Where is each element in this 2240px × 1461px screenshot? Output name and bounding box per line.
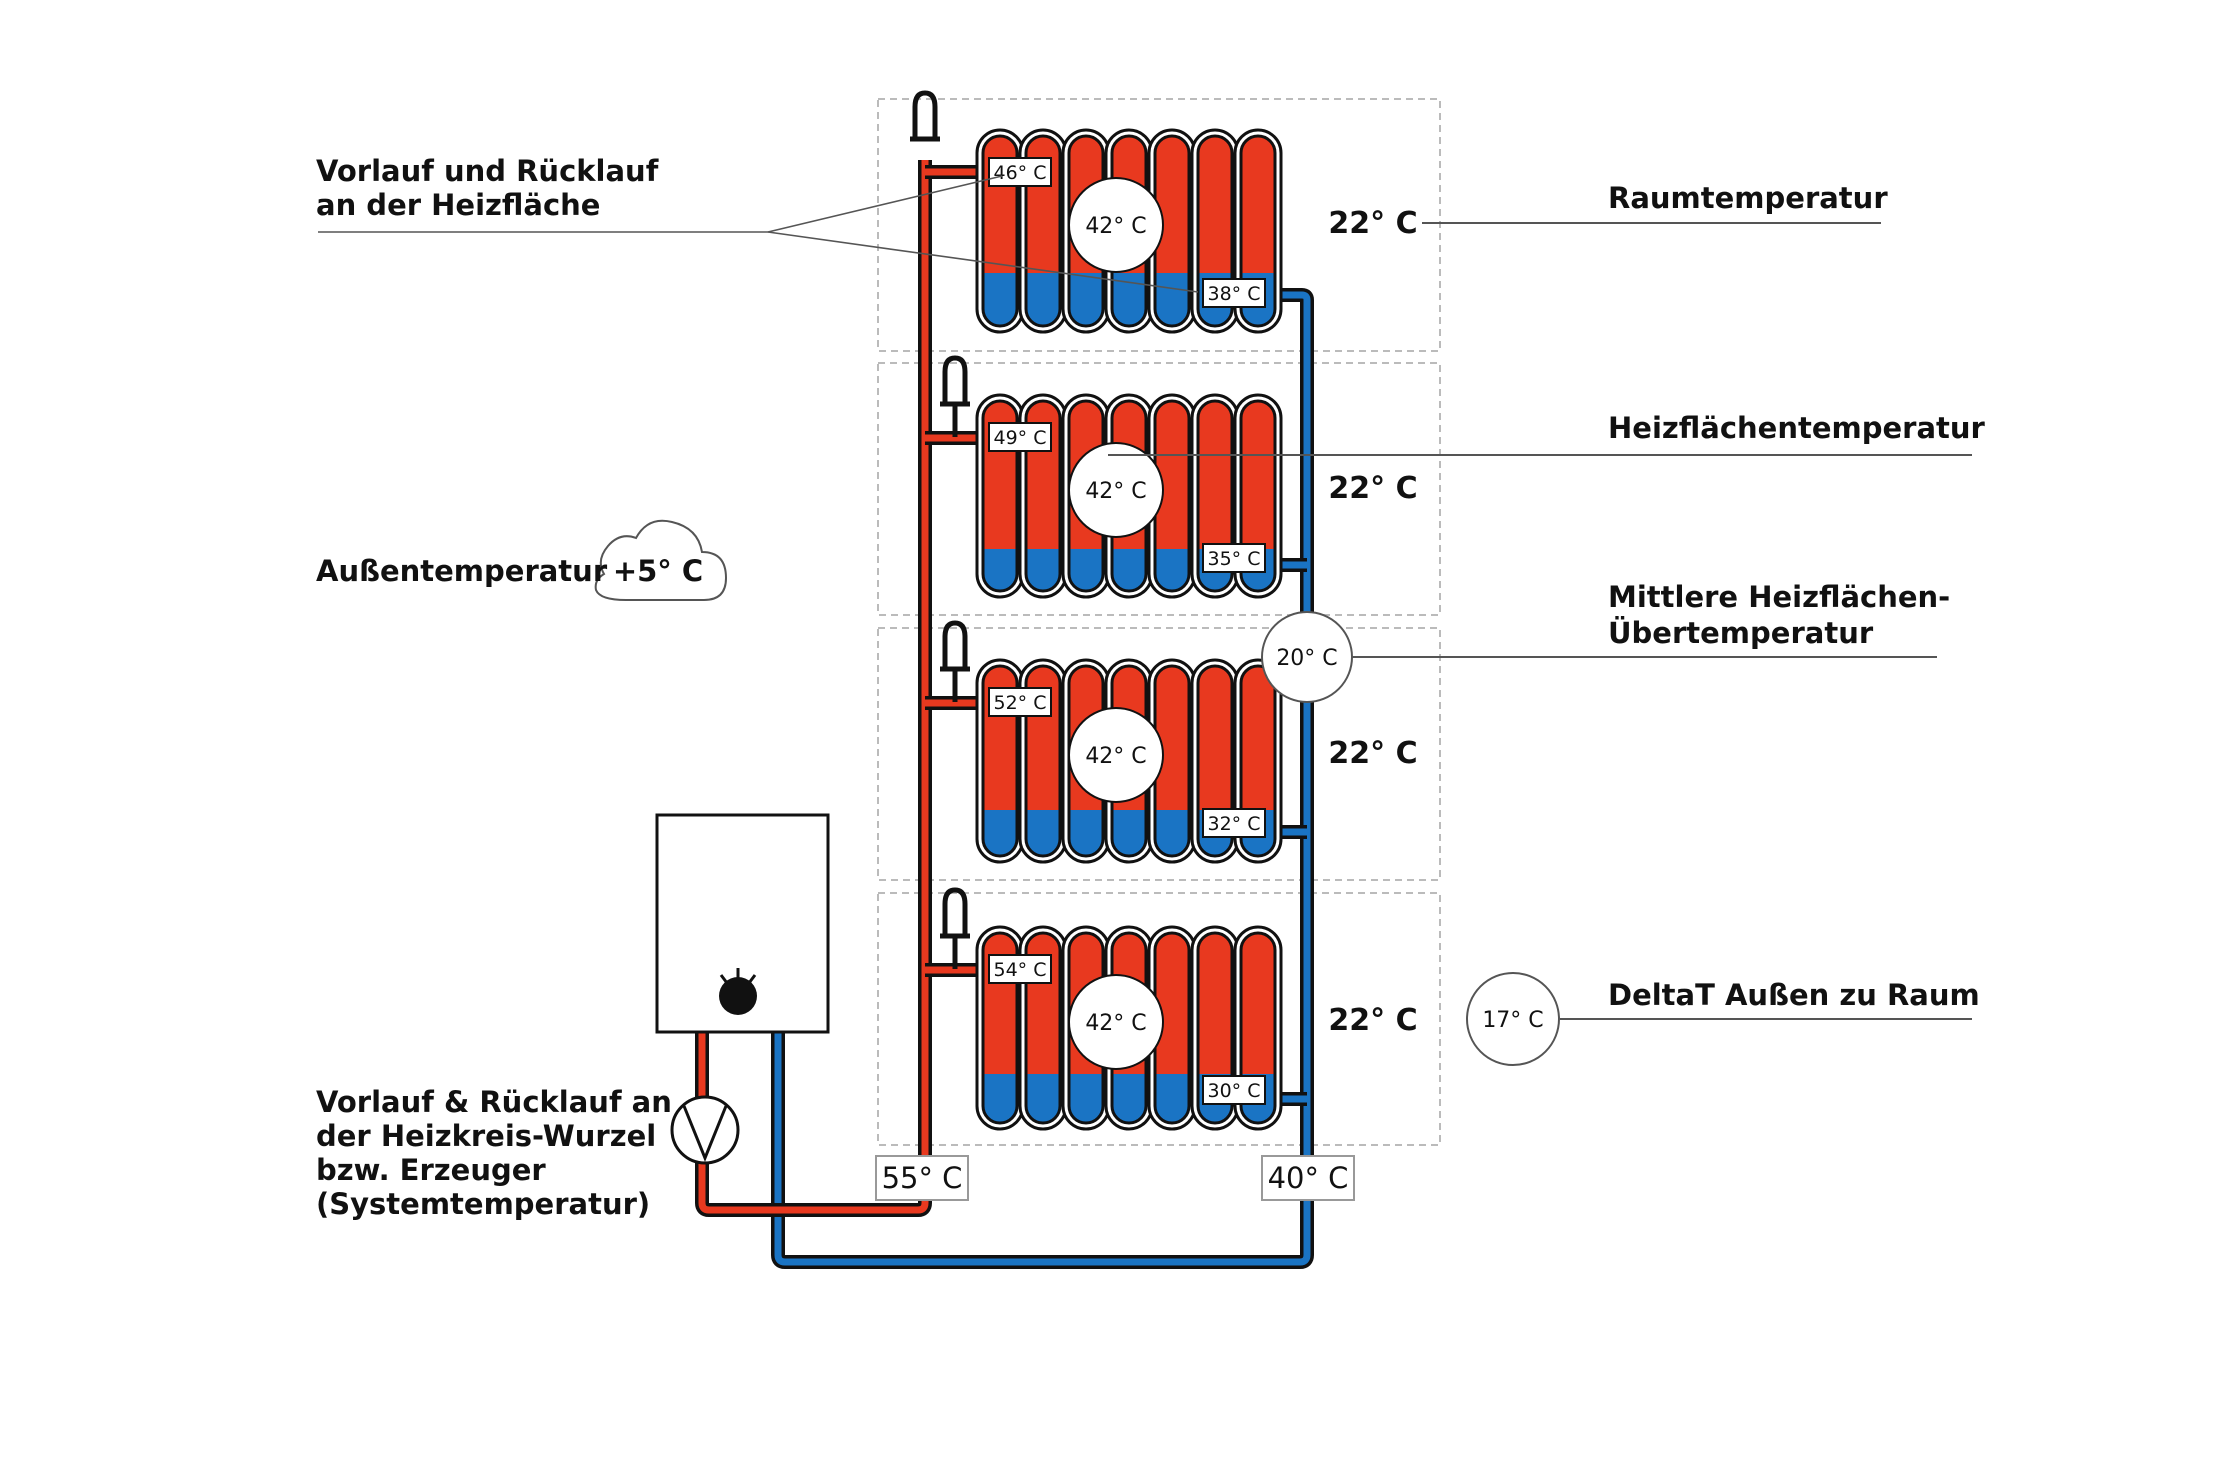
return-temp: 38° C xyxy=(1208,283,1261,305)
radiator-floor-4: 54° C 30° C 42° C 22° C xyxy=(940,887,1418,1131)
supply-temp-tag: 46° C xyxy=(988,157,1052,187)
label-system-line1: Vorlauf & Rücklauf an xyxy=(316,1085,672,1119)
label-heizflaechentemperatur: Heizflächentemperatur xyxy=(1608,411,1986,445)
room-zone-3 xyxy=(877,627,1441,881)
radiator-hot-fill xyxy=(1198,136,1232,273)
thermostat-valve-icon xyxy=(940,620,970,702)
surface-temp: 42° C xyxy=(1085,479,1146,504)
return-temp: 30° C xyxy=(1208,1080,1261,1102)
mean-excess-temp-bubble: 20° C xyxy=(1261,611,1937,703)
label-mittlere-uebertemperatur: Mittlere Heizflächen- Übertemperatur xyxy=(1608,580,1960,650)
return-temp-tag: 38° C xyxy=(1202,278,1266,308)
thermostat-valve-icon xyxy=(940,355,970,437)
radiator-hot-fill xyxy=(983,136,1017,273)
radiator-hot-fill xyxy=(1241,933,1275,1074)
label-raumtemperatur: Raumtemperatur xyxy=(1608,181,1888,215)
return-temp: 35° C xyxy=(1208,548,1261,570)
surface-temp: 42° C xyxy=(1085,744,1146,769)
supply-temp: 52° C xyxy=(994,692,1047,714)
radiator-hot-fill xyxy=(1241,666,1275,810)
label-heizflaeche-flow-line2: an der Heizfläche xyxy=(316,188,600,222)
return-temp-tag: 32° C xyxy=(1202,808,1266,838)
label-mittlere-line2: Übertemperatur xyxy=(1608,616,1874,650)
return-temp-tag: 30° C xyxy=(1202,1075,1266,1105)
system-return-temp: 40° C xyxy=(1268,1161,1349,1195)
annotation-lines xyxy=(318,175,1972,456)
surface-temp-bubble: 42° C xyxy=(1068,177,1164,273)
room-temp: 22° C xyxy=(1328,471,1417,506)
delta-temp: 17° C xyxy=(1482,1008,1543,1033)
surface-temp: 42° C xyxy=(1085,1011,1146,1036)
radiator-section xyxy=(1155,401,1189,591)
radiator-section xyxy=(1241,666,1275,856)
outside-temp: +5° C xyxy=(613,554,703,588)
pump-icon xyxy=(670,1095,740,1165)
room-temp: 22° C xyxy=(1328,736,1417,771)
radiator-section xyxy=(1155,666,1189,856)
radiator-hot-fill xyxy=(1198,401,1232,549)
label-delta-t: DeltaT Außen zu Raum xyxy=(1608,978,1980,1012)
radiator-floor-1: 46° C 38° C 42° C 22° C xyxy=(910,90,1418,334)
label-aussentemperatur: Außentemperatur xyxy=(316,554,608,588)
radiator-floor-2: 49° C 35° C 42° C 22° C xyxy=(940,355,1418,599)
cloud-icon: +5° C xyxy=(594,519,728,601)
supply-temp: 54° C xyxy=(994,959,1047,981)
radiator-hot-fill xyxy=(1026,136,1060,273)
system-supply-badge: 55° C xyxy=(875,1155,969,1201)
radiator-hot-fill xyxy=(1155,136,1189,273)
system-supply-temp: 55° C xyxy=(882,1161,963,1195)
surface-temp-bubble: 42° C xyxy=(1068,707,1164,803)
room-temp: 22° C xyxy=(1328,206,1417,241)
radiator-hot-fill xyxy=(1198,933,1232,1074)
room-zones xyxy=(877,98,1441,1146)
thermostat-valve-icon xyxy=(940,887,970,969)
return-temp: 32° C xyxy=(1208,813,1261,835)
supply-pipe xyxy=(695,160,985,1217)
radiator-hot-fill xyxy=(1155,933,1189,1074)
system-return-badge: 40° C xyxy=(1261,1155,1355,1201)
label-system-line3: bzw. Erzeuger xyxy=(316,1153,546,1187)
label-heizflaeche-flow: Vorlauf und Rücklauf an der Heizfläche xyxy=(316,154,668,222)
supply-temp: 49° C xyxy=(994,427,1047,449)
thermostat-valve-icon xyxy=(910,90,940,142)
label-mittlere-line1: Mittlere Heizflächen- xyxy=(1608,580,1950,614)
flame-rays-icon xyxy=(719,968,757,984)
label-heizflaeche-flow-line1: Vorlauf und Rücklauf xyxy=(316,154,659,188)
mean-excess-temp: 20° C xyxy=(1276,646,1337,671)
delta-temp-bubble: 17° C xyxy=(1466,972,1972,1066)
room-zone-2 xyxy=(877,362,1441,616)
supply-temp-tag: 52° C xyxy=(988,687,1052,717)
radiator-section xyxy=(1241,933,1275,1123)
supply-temp-tag: 49° C xyxy=(988,422,1052,452)
supply-temp-tag: 54° C xyxy=(988,954,1052,984)
supply-temp: 46° C xyxy=(994,162,1047,184)
radiator-hot-fill xyxy=(1198,666,1232,810)
surface-temp: 42° C xyxy=(1085,214,1146,239)
return-temp-tag: 35° C xyxy=(1202,543,1266,573)
radiator-hot-fill xyxy=(1241,136,1275,273)
floors: 46° C 38° C 42° C 22° C 49° C 35° C 42° C 22° C… xyxy=(910,90,1418,1131)
label-system-line2: der Heizkreis-Wurzel xyxy=(316,1119,656,1153)
surface-temp-bubble: 42° C xyxy=(1068,974,1164,1070)
radiator-floor-3: 52° C 32° C 42° C 22° C xyxy=(940,620,1418,864)
room-zone-4 xyxy=(877,892,1441,1146)
boiler xyxy=(655,813,830,1034)
room-zone-1 xyxy=(877,98,1441,352)
radiator-hot-fill xyxy=(1241,401,1275,549)
surface-temp-bubble: 42° C xyxy=(1068,442,1164,538)
room-temp: 22° C xyxy=(1328,1003,1417,1038)
label-system: Vorlauf & Rücklauf an der Heizkreis-Wurz… xyxy=(316,1085,682,1221)
label-system-line4: (Systemtemperatur) xyxy=(316,1187,650,1221)
flame-icon xyxy=(719,977,757,1015)
